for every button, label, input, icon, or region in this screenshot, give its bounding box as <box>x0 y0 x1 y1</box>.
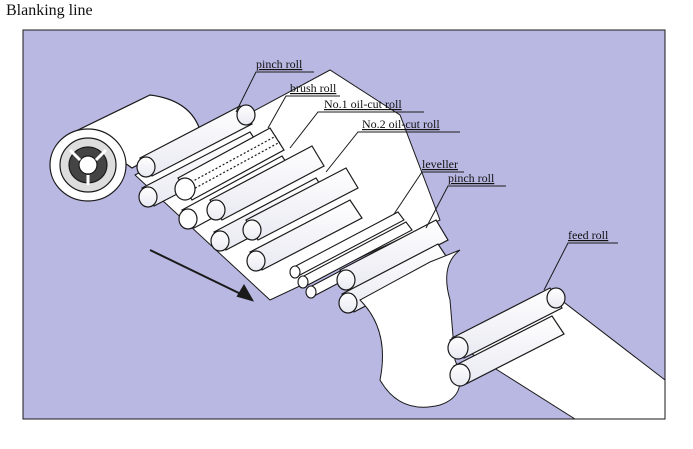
page-title: Blanking line <box>6 2 93 19</box>
label-pinch-roll-mid: pinch roll <box>448 171 495 185</box>
label-pinch-roll-top: pinch roll <box>256 57 303 71</box>
label-feed-roll: feed roll <box>568 228 609 242</box>
direction-arrow <box>149 249 255 302</box>
strip-loop <box>359 249 461 408</box>
label-oil-cut-roll-1: No.1 oil-cut roll <box>324 97 402 111</box>
coil <box>49 94 201 202</box>
oil-cut-roll-2 <box>242 167 363 272</box>
pinch-roll-upper-top <box>136 104 256 178</box>
feed-roll <box>447 287 566 387</box>
leader-lines <box>235 71 618 291</box>
label-leveller: leveller <box>422 157 458 171</box>
label-oil-cut-roll-2: No.2 oil-cut roll <box>362 117 440 131</box>
label-brush-roll: brush roll <box>290 81 337 95</box>
brush-roll <box>174 127 285 201</box>
